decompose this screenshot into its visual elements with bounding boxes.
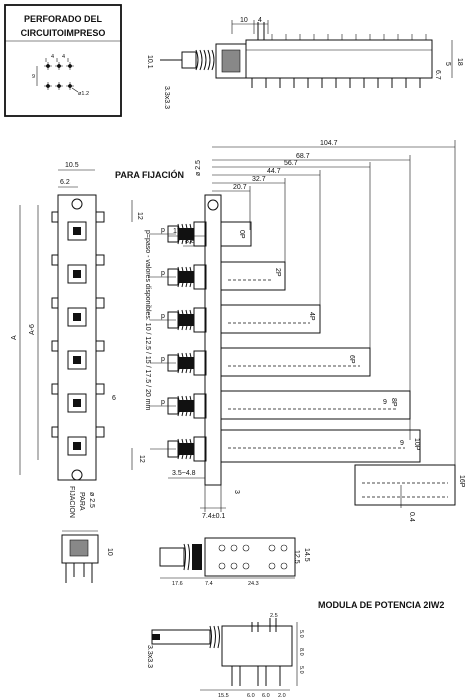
pcb-drilling-legend: PERFORADO DEL CIRCUITOIMPRESO 4 4 9 ø1.2 [4,4,122,117]
dim-44-7: 44.7 [267,168,281,175]
bottom-dim-5-0a: 5.0 [298,630,304,638]
bottom-dim-2-5: 2.5 [270,613,278,619]
dim-12-top: 12 [136,212,143,220]
legend-dim-9: 9 [32,74,35,80]
label-8P: 8P [390,398,397,407]
overall-dimensions: 104.7 68.7 56.7 44.7 32.7 20.7 [212,140,456,480]
dim-68-7: 68.7 [296,153,310,160]
pitch-p-2: p [161,270,165,277]
switch-row-8P: p 8P 9 [150,390,411,420]
switch-row-4P: p 4P [150,304,321,334]
end-dim-10: 10 [106,548,113,556]
fix-top-label: PARA FIJACIÓN [115,169,184,180]
pitch-p-3: p [161,313,165,320]
left-dim-10-5: 10.5 [65,162,79,169]
left-dim-6: 6 [112,395,116,402]
sect-dim-14-5: 14.5 [303,548,310,562]
bottom-dim-2-0: 2.0 [278,693,286,699]
top-dim-10-1: 10.1 [146,55,153,69]
legend-dim-4b: 4 [62,54,65,60]
bottom-dim-15-5: 15.5 [218,693,229,699]
label-2P: 2P [274,268,281,277]
pitch-note: p=paso - valores disponibles: 10 / 12.5 … [144,230,151,411]
left-dim-A6: A-6 [29,324,36,335]
left-fix-label2: FIJACION [68,486,75,518]
top-view: 10 4 10.1 6.7 5 18 3.3x3.3 [146,17,463,109]
top-dim-3x33: 3.3x3.3 [163,86,170,109]
dim-9a: 9 [383,399,387,406]
left-fix-label1: PARA [78,492,85,511]
module-16P: 16P 0.4 [354,464,465,522]
top-dim-6-7: 6.7 [434,70,441,80]
dim-7-4: 7.4±0.1 [202,513,225,520]
bottom-dim-6-0b: 6.0 [262,693,270,699]
label-4P: 4P [308,312,315,321]
sect-dim-24-3: 24.3 [248,581,259,587]
pitch-p-5: p [161,399,165,406]
switch-row-6P: p 6P [150,347,371,377]
top-dim-5: 5 [444,62,451,66]
pitch-p-1: p [161,227,165,234]
sect-dim-7-4: 7.4 [205,581,213,587]
left-dim-6-2: 6.2 [60,179,70,186]
bottom-dim-6-0a: 6.0 [247,693,255,699]
dim-0-4: 0.4 [408,512,415,522]
sect-dim-12-5: 12.5 [293,550,300,564]
legend-title-line2: CIRCUITOIMPRESO [21,28,106,38]
dim-32-7: 32.7 [252,176,266,183]
label-16P: 16P [458,475,465,488]
top-dim-18: 18 [456,58,463,66]
bottom-dim-5-0b: 5.0 [298,666,304,674]
top-dim-10: 10 [240,17,248,24]
label-0P: 0P [238,230,245,239]
left-view-buttons [67,221,87,456]
top-view-pins [251,22,427,88]
label-10P: 10P [413,438,420,451]
left-view: 10.5 6.2 A A-6 6 ø 2.5 PARA FIJACION [11,162,116,518]
hole-pattern: 4 4 9 ø1.2 [32,54,89,97]
fix-top-diameter: ø 2.5 [195,160,202,176]
left-dim-A: A [11,335,18,340]
end-view: 10 [61,530,113,583]
pitch-p-4: p [161,356,165,363]
dim-3-5-4-8: 3.5~4.8 [172,470,196,477]
switch-row-0P: p 0P [150,221,252,247]
bottom-title: MODULA DE POTENCIA 2IW2 [318,600,444,610]
dim-56-7: 56.7 [284,160,298,167]
switch-row-2P: p 2P [150,261,286,291]
legend-hole-diameter: ø1.2 [78,91,89,97]
bottom-dim-8-0: 8.0 [298,648,304,656]
switch-row-10P: 10P 9 [150,429,421,463]
legend-title-line1: PERFORADO DEL [24,14,103,24]
top-dim-4: 4 [258,17,262,24]
dim-3: 3 [233,490,240,494]
dim-20-7: 20.7 [233,184,247,191]
bottom-dim-3x33: 3.3x3.3 [146,645,153,668]
bottom-view: MODULA DE POTENCIA 2IW2 2.5 5.0 8.0 5.0 … [146,600,444,699]
section-view: 14.5 12.5 17.6 7.4 24.3 [159,537,310,587]
left-fix-diameter: ø 2.5 [88,492,95,508]
dim-12-bottom: 12 [138,455,145,463]
dim-8-8: 8.8 [185,238,195,245]
main-view: PARA FIJACIÓN ø 2.5 104.7 68.7 56.7 44.7… [115,140,465,522]
sect-dim-17-6: 17.6 [172,581,183,587]
label-6P: 6P [348,355,355,364]
dim-9b: 9 [400,440,404,447]
legend-dim-4a: 4 [51,54,54,60]
dim-104-7: 104.7 [320,140,338,147]
